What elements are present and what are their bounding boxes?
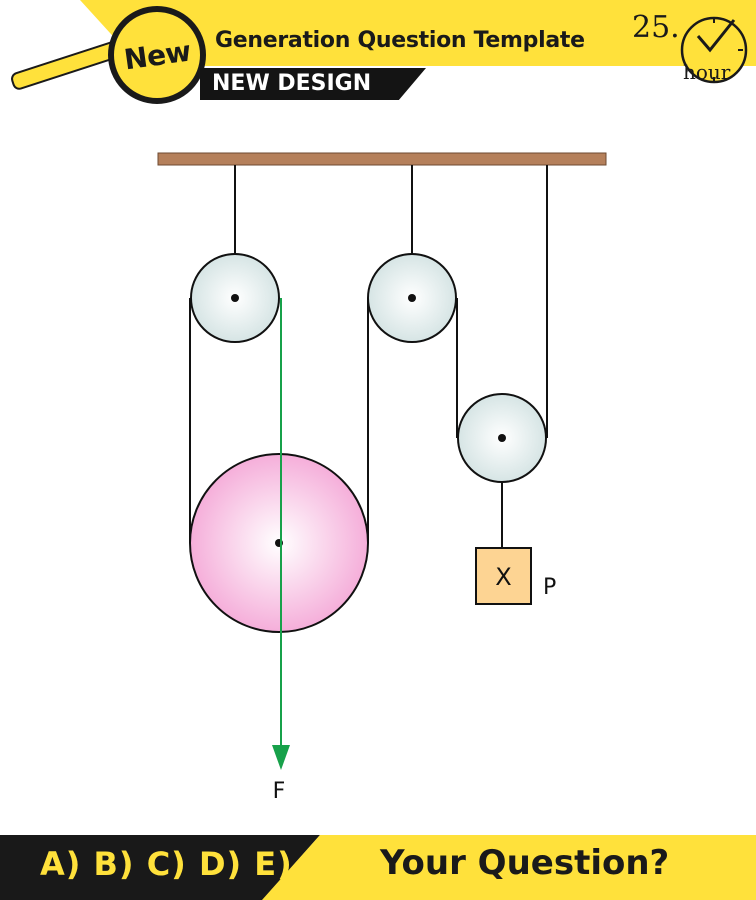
page-title: Generation Question Template bbox=[215, 28, 585, 53]
force-arrow-head bbox=[272, 745, 290, 770]
load-label: P bbox=[543, 575, 556, 600]
subtitle-label: NEW DESIGN bbox=[212, 71, 372, 96]
question-prompt: Your Question? bbox=[380, 843, 670, 883]
subtitle-ribbon bbox=[200, 68, 426, 100]
magnifier-handle bbox=[9, 39, 124, 92]
answer-options: A) B) C) D) E) bbox=[40, 845, 293, 883]
pulley-diagram: X P F bbox=[157, 152, 607, 804]
force-label: F bbox=[273, 779, 286, 804]
mass-label: X bbox=[495, 563, 511, 591]
mass-box bbox=[475, 547, 532, 605]
footer-question-panel bbox=[262, 835, 756, 900]
clock-check-icon bbox=[680, 16, 748, 84]
footer-answer-panel bbox=[0, 835, 320, 900]
new-badge-label: New bbox=[121, 34, 193, 76]
timer-number: 25. bbox=[632, 10, 680, 45]
timer-unit: hour bbox=[683, 60, 731, 84]
ceiling-beam bbox=[157, 152, 607, 166]
magnifier-icon: New bbox=[108, 6, 206, 104]
